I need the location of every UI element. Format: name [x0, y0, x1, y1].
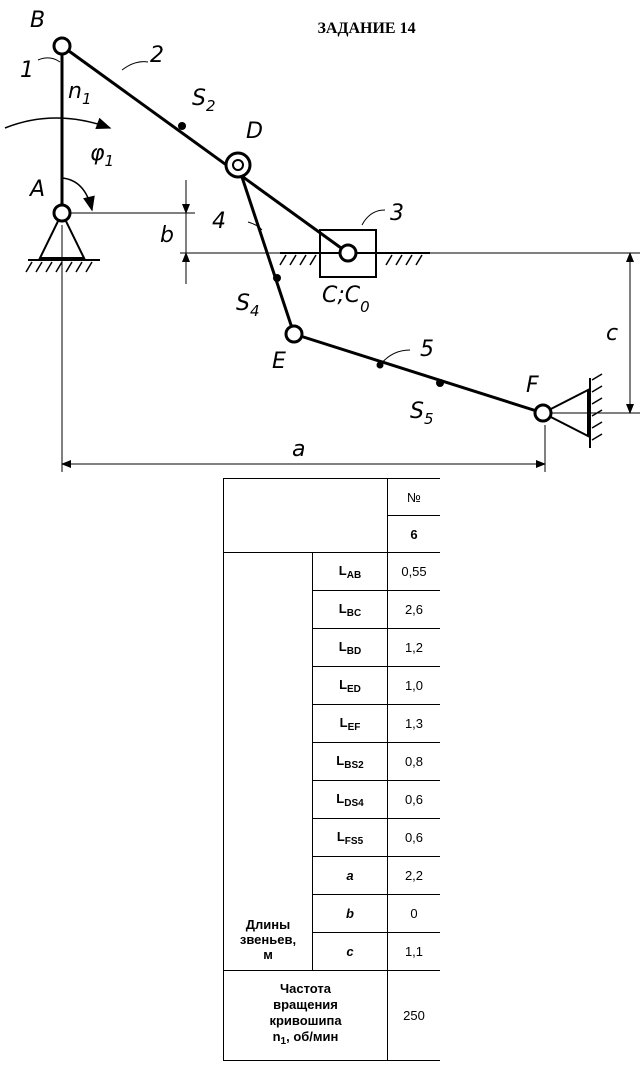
label-a-dim: a: [292, 437, 305, 462]
param-value: 2,6: [387, 590, 440, 629]
joint-c: [338, 243, 358, 263]
header-no: №: [387, 478, 440, 516]
param-label: LBS2: [312, 742, 388, 781]
page-title: ЗАДАНИЕ 14: [317, 20, 416, 37]
table-row: b 0: [224, 894, 440, 933]
leader-lines: [37, 57, 411, 366]
joint-f: [533, 403, 553, 423]
center-s5: [436, 379, 444, 387]
label-e: E: [272, 349, 286, 374]
label-f: F: [526, 373, 539, 398]
table-row: LBD 1,2: [224, 628, 440, 667]
table-row: LDS4 0,6: [224, 780, 440, 819]
joint-e: [284, 324, 304, 344]
param-label: LFS5: [312, 818, 388, 857]
param-label: LAB: [312, 552, 388, 591]
label-c-point: C;C0: [322, 283, 370, 316]
table-row: LED 1,0: [224, 666, 440, 705]
param-value: 2,2: [387, 856, 440, 895]
label-b-dim: b: [160, 223, 174, 248]
table-row: LBC 2,6: [224, 590, 440, 629]
center-s2: [178, 122, 186, 130]
table-row: LEF 1,3: [224, 704, 440, 743]
param-value: 0,55: [387, 552, 440, 591]
joint-a: [52, 203, 72, 223]
param-label: LDS4: [312, 780, 388, 819]
link-2-bc: [61, 44, 349, 255]
param-value: 1,0: [387, 666, 440, 705]
label-b: B: [30, 8, 45, 33]
frequency-value: 250: [387, 970, 440, 1061]
label-d: D: [246, 119, 263, 144]
param-label: LBD: [312, 628, 388, 667]
label-link-2: 2: [150, 43, 164, 68]
param-label: LED: [312, 666, 388, 705]
label-link-5: 5: [420, 337, 434, 362]
param-label: LBC: [312, 590, 388, 629]
link-4-de: [236, 164, 296, 335]
label-link-1: 1: [20, 58, 34, 83]
label-s2: S2: [192, 86, 216, 115]
param-label: b: [312, 894, 388, 933]
param-label: LEF: [312, 704, 388, 743]
label-link-4: 4: [212, 209, 226, 234]
param-label: c: [312, 932, 388, 971]
slider-block-c: [319, 229, 377, 278]
label-link-3: 3: [390, 201, 404, 226]
label-s4: S4: [236, 291, 260, 320]
center-s4: [273, 274, 281, 282]
label-n: n1: [68, 79, 92, 108]
label-c-dim: c: [606, 321, 618, 346]
mechanism-diagram: B 1 n1 φ1 A 2 S2 D 4 b 3 C;C0 S4 E 5 S5 …: [4, 8, 640, 472]
table-corner: [223, 478, 388, 553]
ground-support-f: [540, 373, 603, 448]
link-5-ef: [293, 332, 544, 415]
joint-d-inner: [232, 159, 244, 171]
label-phi: φ1: [90, 141, 114, 170]
angle-arc: [61, 177, 95, 212]
param-value: 0,6: [387, 818, 440, 857]
rotation-arrow: [4, 117, 112, 130]
table-row: LBS2 0,8: [224, 742, 440, 781]
dimension-lines: [61, 180, 640, 472]
param-value: 0,6: [387, 780, 440, 819]
header-variant: 6: [387, 515, 440, 553]
param-value: 0,8: [387, 742, 440, 781]
label-s5: S5: [410, 399, 434, 428]
joint-b: [52, 36, 72, 56]
param-value: 0: [387, 894, 440, 933]
param-label: a: [312, 856, 388, 895]
label-a-point: A: [28, 177, 45, 202]
links: [60, 44, 544, 415]
param-value: 1,1: [387, 932, 440, 971]
param-value: 1,2: [387, 628, 440, 667]
param-value: 1,3: [387, 704, 440, 743]
